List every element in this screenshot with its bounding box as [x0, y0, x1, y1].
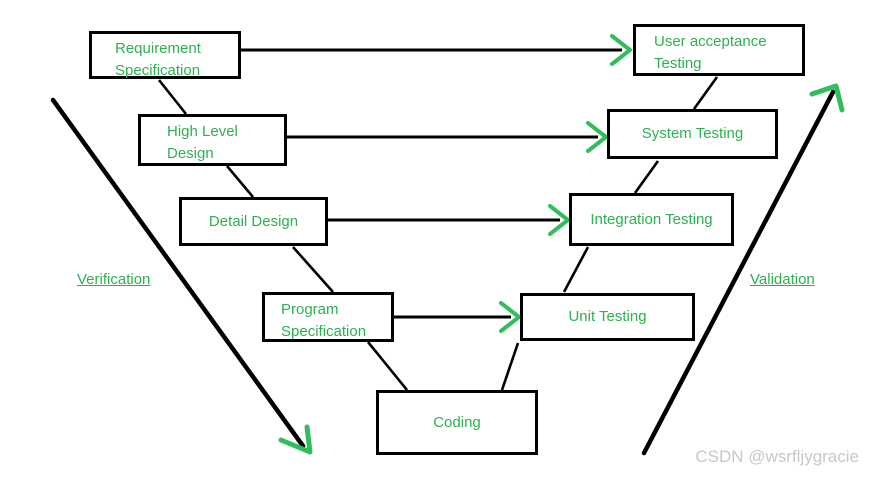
csdn-watermark: CSDN @wsrfljygracie — [695, 447, 859, 466]
connector-integration-to-unit — [562, 246, 590, 293]
arrow-up-right-icon — [809, 83, 845, 113]
box-detail-design: Detail Design — [179, 197, 328, 246]
verification-flow-line — [50, 97, 306, 449]
connector-system-to-integration — [633, 160, 660, 194]
box-system-testing: System Testing — [607, 109, 778, 159]
connector-requirement-to-hld — [157, 79, 188, 115]
verification-label: Verification — [77, 271, 151, 288]
arrow-down-right-icon — [278, 424, 313, 455]
box-high-level-design: High Level Design — [138, 114, 287, 166]
box-user-acceptance-testing: User acceptance Testing — [633, 24, 805, 76]
box-program-specification: Program Specification — [262, 292, 394, 342]
box-unit-testing: Unit Testing — [520, 293, 695, 341]
connector-uat-to-system — [692, 76, 719, 110]
chevron-right-icon — [548, 204, 570, 236]
box-requirement-specification: Requirement Specification — [89, 31, 241, 79]
box-integration-testing: Integration Testing — [569, 193, 734, 246]
connector-detail-to-program — [292, 246, 334, 293]
chevron-right-icon — [499, 301, 521, 333]
validation-flow-line — [641, 89, 836, 456]
chevron-right-icon — [586, 121, 608, 153]
chevron-right-icon — [610, 34, 632, 66]
connector-unit-to-coding — [500, 342, 520, 391]
connector-hld-to-detail — [226, 165, 254, 198]
box-coding: Coding — [376, 390, 538, 455]
validation-label: Validation — [750, 271, 815, 288]
connector-program-to-coding — [366, 341, 409, 391]
